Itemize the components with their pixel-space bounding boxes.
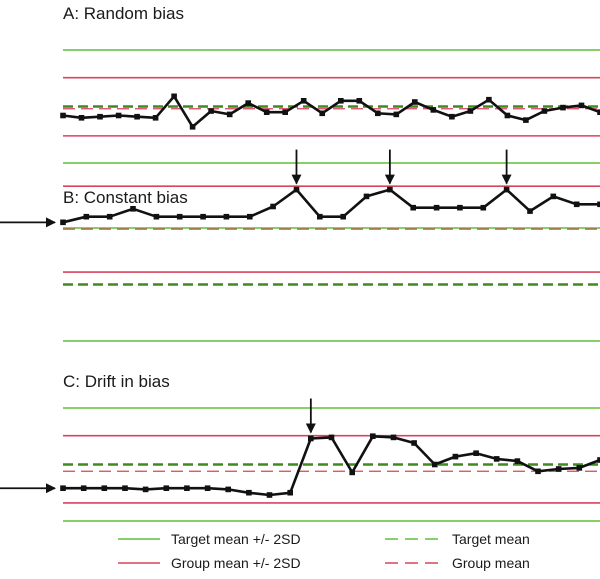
data-point-10 — [246, 489, 252, 496]
legend-label-group-mean: Group mean — [452, 555, 530, 571]
data-point-18 — [375, 110, 381, 117]
data-point-11 — [245, 100, 251, 106]
data-point-7 — [171, 93, 177, 100]
panel-c: C: Drift in bias — [0, 372, 600, 522]
data-point-14 — [300, 98, 307, 104]
data-point-6 — [176, 213, 183, 220]
data-point-9 — [247, 213, 253, 220]
panel-c-title: C: Drift in bias — [63, 372, 170, 391]
data-point-18 — [457, 204, 463, 211]
data-point-5 — [153, 213, 160, 220]
data-point-20 — [503, 186, 510, 193]
data-point-16 — [410, 204, 416, 211]
data-point-1 — [60, 112, 66, 119]
data-point-27 — [541, 108, 548, 114]
data-point-2 — [78, 115, 85, 121]
data-line — [62, 95, 600, 129]
data-point-23 — [514, 458, 521, 464]
data-point-3 — [106, 213, 113, 220]
data-point-30 — [597, 109, 600, 115]
data-point-19 — [393, 111, 400, 118]
panel-c-chart — [0, 398, 600, 522]
data-point-13 — [282, 109, 288, 115]
data-point-15 — [387, 186, 393, 193]
data-point-1 — [60, 219, 66, 226]
data-point-15 — [349, 469, 355, 476]
data-point-11 — [266, 492, 273, 498]
data-point-23 — [573, 201, 580, 208]
data-point-21 — [527, 208, 533, 214]
data-point-12 — [317, 213, 323, 220]
data-point-26 — [576, 465, 583, 471]
data-point-7 — [200, 213, 206, 220]
data-point-16 — [370, 433, 376, 439]
data-point-7 — [184, 485, 190, 491]
data-point-19 — [432, 461, 438, 468]
data-point-21 — [473, 450, 479, 456]
data-point-14 — [328, 434, 335, 441]
legend-label-target-mean: Target mean — [452, 531, 530, 547]
data-point-11 — [293, 186, 300, 193]
data-point-6 — [152, 115, 159, 121]
data-point-24 — [597, 201, 600, 208]
data-point-14 — [363, 193, 370, 200]
data-point-3 — [97, 113, 103, 120]
data-point-17 — [356, 98, 363, 104]
legend-label-target-sd: Target mean +/- 2SD — [171, 531, 301, 547]
data-point-15 — [319, 110, 325, 117]
panel-a: A: Random bias — [60, 4, 600, 164]
data-point-29 — [578, 102, 585, 109]
panel-b-chart — [0, 149, 600, 342]
data-point-2 — [80, 485, 87, 491]
legend: Target mean +/- 2SD Target mean Group me… — [118, 531, 530, 571]
data-point-3 — [101, 485, 108, 491]
data-point-4 — [122, 485, 128, 491]
data-line — [62, 188, 600, 224]
data-point-27 — [597, 457, 600, 463]
data-point-25 — [504, 112, 511, 119]
data-point-28 — [560, 104, 566, 111]
data-point-24 — [486, 96, 492, 103]
data-point-4 — [130, 206, 136, 212]
data-point-4 — [115, 112, 122, 119]
data-point-22 — [493, 456, 500, 462]
data-point-17 — [390, 434, 397, 441]
data-point-24 — [535, 468, 541, 475]
data-point-23 — [467, 108, 474, 114]
panel-b: B: Constant bias — [0, 149, 600, 342]
data-point-5 — [134, 113, 140, 120]
data-point-8 — [189, 124, 196, 130]
data-point-6 — [163, 485, 170, 491]
data-point-8 — [204, 485, 211, 491]
data-point-5 — [142, 486, 149, 493]
data-point-25 — [555, 466, 562, 472]
panel-a-title: A: Random bias — [63, 4, 184, 23]
data-point-18 — [411, 440, 417, 446]
data-point-17 — [433, 204, 440, 211]
data-point-13 — [340, 213, 346, 220]
data-point-12 — [263, 109, 270, 115]
data-point-12 — [287, 489, 293, 496]
legend-label-group-sd: Group mean +/- 2SD — [171, 555, 301, 571]
data-point-2 — [83, 213, 90, 220]
data-point-13 — [308, 435, 314, 442]
data-point-9 — [208, 108, 214, 114]
data-point-19 — [480, 204, 487, 211]
data-point-22 — [449, 113, 455, 120]
data-point-10 — [226, 111, 233, 118]
data-point-21 — [430, 107, 437, 113]
data-point-10 — [270, 203, 276, 210]
panel-b-title: B: Constant bias — [63, 188, 188, 207]
data-point-16 — [338, 98, 344, 104]
data-point-9 — [225, 486, 231, 493]
panel-a-chart — [60, 49, 600, 164]
data-point-8 — [223, 213, 230, 220]
data-point-22 — [550, 193, 557, 200]
data-point-1 — [60, 485, 66, 491]
data-point-26 — [523, 117, 529, 123]
data-point-20 — [412, 99, 418, 105]
data-point-20 — [452, 453, 459, 460]
